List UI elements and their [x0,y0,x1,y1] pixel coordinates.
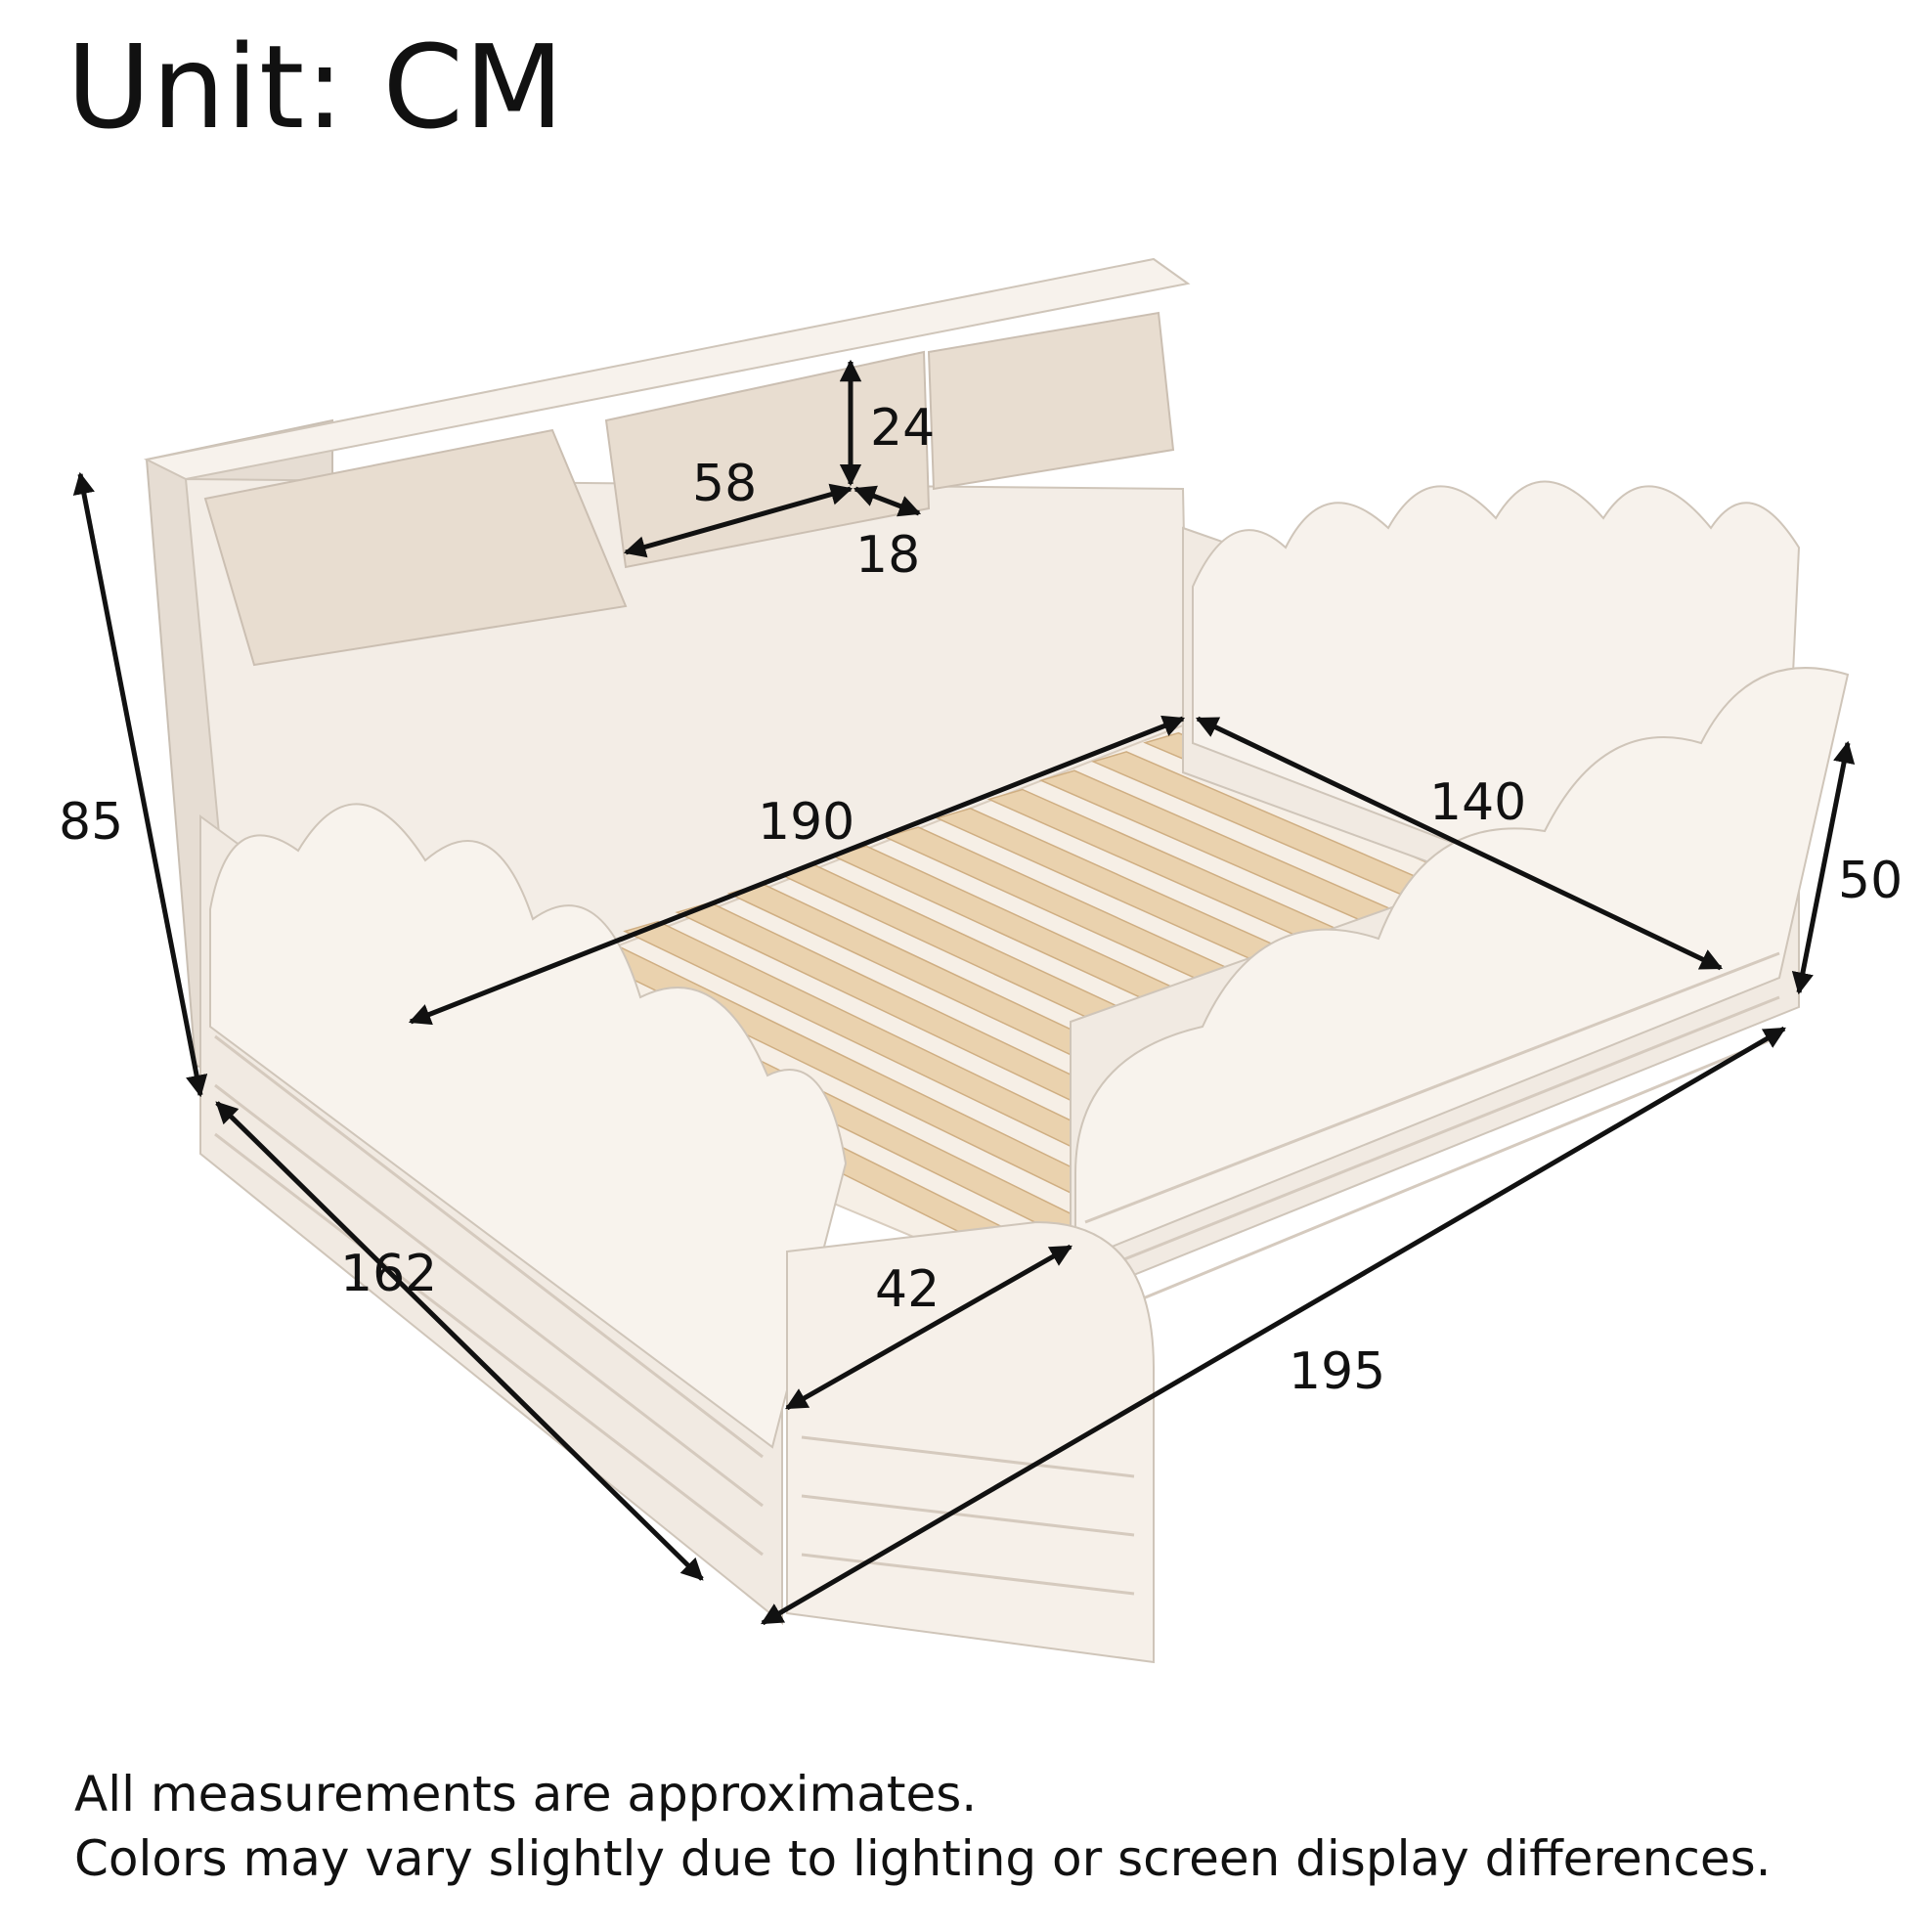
label-mattress-length: 190 [758,793,854,852]
note-colors: Colors may vary slightly due to lighting… [74,1830,1772,1887]
label-mattress-width: 140 [1429,773,1526,832]
arrow-overall-width [215,1101,704,1581]
shelf-cubby-left [203,428,628,667]
unit-title: Unit: CM [66,20,565,154]
dimension-arrows [72,359,1856,1626]
label-shelf-width: 58 [692,455,757,513]
label-overall-height: 85 [59,793,123,852]
label-opening-width: 42 [875,1260,940,1319]
arrow-mattress-length [408,715,1186,1026]
note-measurements: All measurements are approximates. [74,1766,978,1822]
label-shelf-depth: 18 [855,526,920,585]
arrow-shelf-width [623,483,854,558]
label-overall-length: 195 [1289,1342,1385,1401]
arrow-mattress-width [1195,716,1724,971]
arrow-overall-height [72,471,208,1098]
label-shelf-height: 24 [870,399,935,458]
label-overall-width: 162 [340,1245,437,1303]
shelf-cubby-right [927,311,1175,491]
disclaimer-notes: All measurements are approximates. Color… [74,1762,1772,1891]
label-rail-height: 50 [1838,852,1903,910]
dimension-labels: 85 24 58 18 190 140 50 162 42 195 [59,399,1903,1401]
arrow-rail-height [1791,740,1856,995]
arrow-shelf-depth [853,485,922,517]
bed-illustration [143,257,1850,1664]
arrow-overall-length [761,1026,1786,1626]
